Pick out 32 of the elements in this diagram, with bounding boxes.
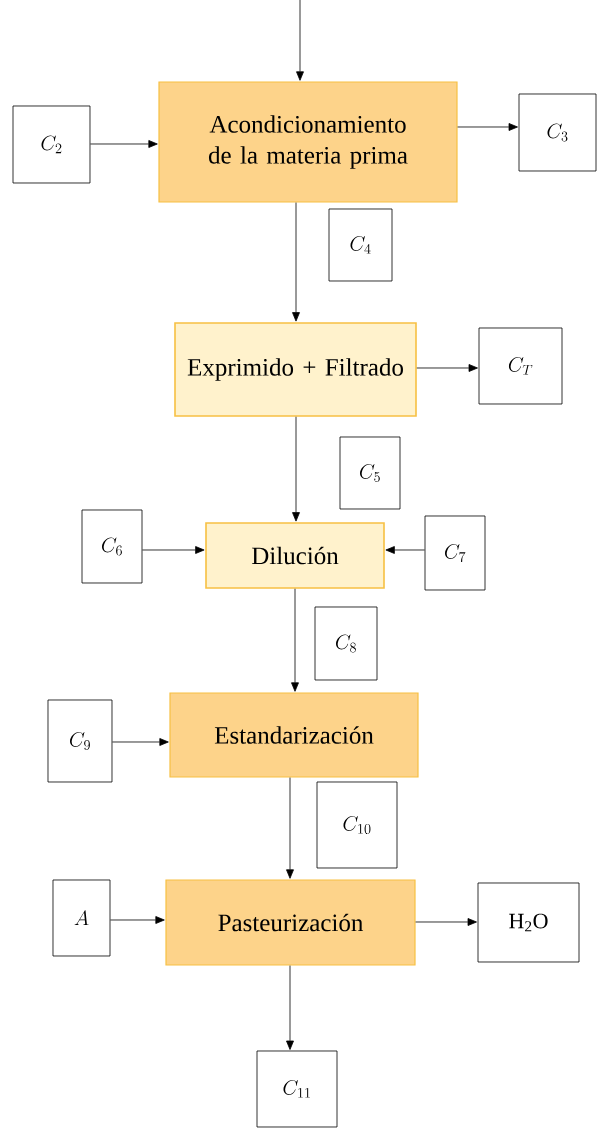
arrow bbox=[292, 202, 300, 322]
stream-box: $C_{6}$ bbox=[81, 509, 143, 584]
stream-box: $C_{4}$ bbox=[328, 208, 393, 282]
stream-box: $A$ bbox=[52, 879, 111, 957]
process-box: Exprimido + Filtrado bbox=[174, 322, 417, 417]
arrow bbox=[110, 916, 165, 924]
arrow bbox=[296, 0, 304, 81]
arrow bbox=[292, 416, 300, 522]
arrow bbox=[385, 546, 425, 554]
stream-box: H$_{2}$O bbox=[477, 882, 580, 963]
arrow bbox=[112, 738, 169, 746]
arrow bbox=[90, 140, 158, 148]
arrow bbox=[291, 588, 299, 692]
process-box: Dilución bbox=[205, 522, 385, 589]
arrow bbox=[457, 123, 518, 131]
process-box: Pasteurización bbox=[165, 879, 416, 966]
stream-box: $C_{T}$ bbox=[478, 327, 563, 405]
stream-box: $C_{11}$ bbox=[256, 1050, 338, 1128]
process-box: Estandarización bbox=[169, 692, 419, 778]
stream-box: $C_{5}$ bbox=[339, 436, 401, 510]
arrow bbox=[416, 364, 478, 372]
stream-box: $C_{8}$ bbox=[314, 606, 378, 681]
arrow bbox=[286, 965, 294, 1050]
stream-box: $C_{3}$ bbox=[518, 93, 597, 172]
process-box: Acondicionamiento de la materia prima bbox=[158, 81, 458, 203]
stream-box: $C_{10}$ bbox=[316, 781, 398, 869]
stream-box: $C_{9}$ bbox=[47, 699, 113, 783]
arrow bbox=[286, 777, 294, 879]
arrow bbox=[415, 918, 477, 926]
arrow bbox=[142, 546, 205, 554]
stream-box: $C_{2}$ bbox=[12, 105, 91, 184]
stream-box: $C_{7}$ bbox=[424, 515, 486, 591]
